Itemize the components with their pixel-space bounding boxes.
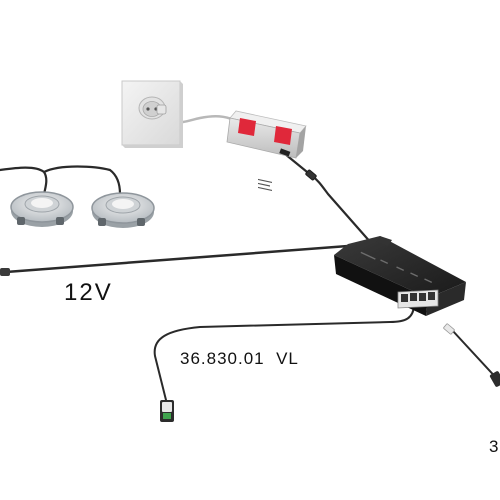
wall-socket-icon — [121, 80, 183, 148]
cable-adapter-to-module — [283, 152, 374, 246]
power-adapter — [226, 110, 307, 192]
inline-connector — [305, 169, 317, 181]
module-part-number-label: 36.830.01 VL — [180, 349, 299, 368]
cable-module-output — [153, 305, 415, 401]
recessed-spotlight — [91, 192, 155, 228]
cable-spots — [0, 165, 122, 196]
partial-part-number-label: 3 — [489, 437, 498, 456]
terminal-block — [397, 289, 439, 309]
cables — [0, 110, 500, 401]
cable-12v-feed — [4, 244, 350, 274]
cable-end-cap — [0, 268, 10, 276]
recessed-spotlight — [10, 191, 74, 227]
connector-plug — [443, 323, 500, 387]
connector-plug — [160, 400, 174, 422]
control-module — [334, 236, 466, 316]
voltage-label: 12V — [64, 279, 113, 306]
cable-right-output — [451, 329, 500, 383]
